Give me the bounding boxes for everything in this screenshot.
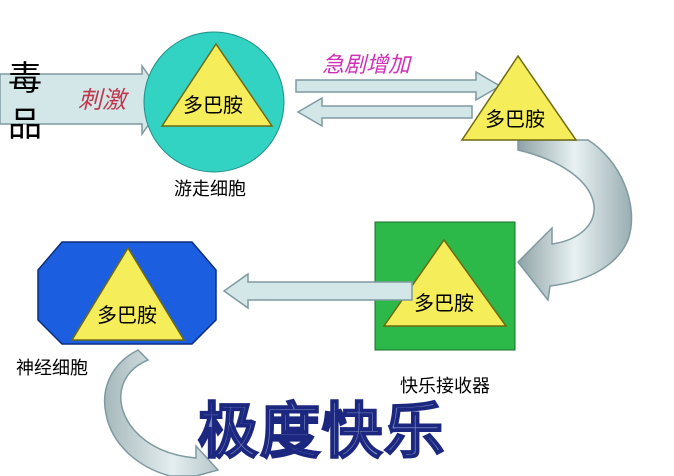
surge-label: 急剧增加 bbox=[322, 53, 413, 78]
curved-arrow-to-receptor bbox=[516, 139, 633, 302]
surge-arrow-left bbox=[296, 96, 473, 128]
neuron-label: 神经细胞 bbox=[16, 358, 88, 379]
drug-label-char-1: 毒 bbox=[8, 59, 42, 99]
dopamine-triangle-4 bbox=[70, 246, 186, 341]
pleasure-receptor-label: 快乐接收器 bbox=[400, 376, 490, 397]
dopamine-label-2: 多巴胺 bbox=[485, 107, 545, 131]
receptor-to-neuron-arrow bbox=[222, 272, 413, 310]
dopamine-triangle-1 bbox=[160, 42, 274, 127]
wandering-cell-label: 游走细胞 bbox=[174, 179, 246, 200]
result-label: 极度快乐 bbox=[198, 397, 446, 467]
dopamine-label-4: 多巴胺 bbox=[97, 303, 157, 327]
stimulus-label: 刺激 bbox=[78, 86, 129, 114]
dopamine-label-3: 多巴胺 bbox=[414, 291, 474, 315]
surge-arrow-right bbox=[295, 70, 502, 102]
dopamine-label-1: 多巴胺 bbox=[183, 93, 243, 117]
dopamine-triangle-3 bbox=[382, 238, 508, 327]
drug-label-char-2: 品 bbox=[8, 105, 42, 145]
dopamine-triangle-2 bbox=[460, 54, 578, 141]
curved-arrow-to-result bbox=[103, 349, 220, 476]
